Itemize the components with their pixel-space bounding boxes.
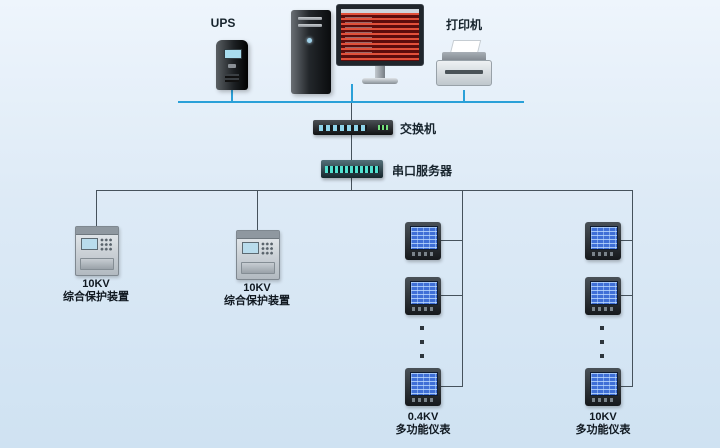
- monitor-frame: [336, 4, 424, 66]
- computer-tower-icon: [291, 10, 331, 94]
- meter-lcd: [590, 226, 618, 250]
- protection1-voltage: 10KV: [82, 278, 110, 290]
- serial-server-icon: [321, 160, 383, 178]
- scada-screen: [341, 9, 419, 61]
- continuation-dot: [420, 340, 424, 344]
- printer-output-slot: [445, 70, 483, 74]
- protection-device-terminal: [241, 262, 275, 274]
- meter-lcd: [410, 226, 438, 250]
- meter-lcd: [590, 281, 618, 305]
- switch-icon: [313, 120, 393, 135]
- power-led: [307, 38, 312, 43]
- protection-device1-icon: [75, 226, 119, 276]
- protection2-voltage: 10KV: [243, 282, 271, 294]
- continuation-dot: [600, 354, 604, 358]
- ups-display: [224, 49, 242, 59]
- meter-column1-riser-line: [462, 191, 463, 387]
- protection-device-screen: [81, 238, 98, 250]
- meter-column2-label: 10KV 多功能仪表: [553, 411, 653, 437]
- ups-drop-line: [231, 88, 233, 101]
- ups-power-button: [228, 64, 236, 68]
- protection-device-top: [76, 227, 118, 235]
- continuation-dot: [420, 354, 424, 358]
- protection-device-terminal: [80, 258, 114, 270]
- protection-device-keypad: [261, 242, 274, 256]
- multifunction-meter-icon: [405, 277, 441, 315]
- continuation-dot: [600, 326, 604, 330]
- continuation-dot: [420, 326, 424, 330]
- protection-device2-icon: [236, 230, 280, 280]
- multifunction-meter-icon: [585, 222, 621, 260]
- switch-to-serial-line: [351, 135, 352, 160]
- bus-to-switch-line: [351, 103, 352, 120]
- printer-drop-line: [463, 90, 465, 101]
- protection1-drop-line: [96, 191, 97, 226]
- meter2a-stub-line: [621, 240, 632, 241]
- ups-icon: [216, 40, 248, 90]
- monitor-base: [362, 78, 398, 84]
- meter-lcd: [410, 372, 438, 396]
- monitor-neck: [375, 66, 385, 78]
- meter-column1-label: 0.4KV 多功能仪表: [373, 411, 473, 437]
- meter2c-stub-line: [621, 386, 632, 387]
- meter-column1-voltage: 0.4KV: [407, 411, 439, 423]
- monitor-icon: [336, 4, 424, 84]
- protection1-name: 综合保护装置: [63, 291, 129, 303]
- protection2-label: 10KV 综合保护装置: [207, 282, 307, 308]
- meter-column1-name: 多功能仪表: [395, 424, 451, 436]
- multifunction-meter-icon: [405, 222, 441, 260]
- meter-buttons: [412, 252, 434, 256]
- multifunction-meter-icon: [585, 368, 621, 406]
- printer-icon: [436, 40, 492, 90]
- meter-buttons: [412, 307, 434, 311]
- meter-lcd: [590, 372, 618, 396]
- protection2-name: 综合保护装置: [224, 295, 290, 307]
- ups-vent: [225, 74, 239, 82]
- printer-body: [436, 60, 492, 86]
- meter-column2-riser-line: [632, 191, 633, 387]
- meter-buttons: [592, 398, 614, 402]
- printer-label: 打印机: [445, 18, 482, 32]
- meter-buttons: [592, 307, 614, 311]
- multifunction-meter-icon: [405, 368, 441, 406]
- ups-label: UPS: [210, 16, 236, 30]
- meter1c-stub-line: [441, 386, 462, 387]
- ethernet-bus-line: [178, 101, 524, 103]
- protection-device-screen: [242, 242, 259, 254]
- meter1b-stub-line: [441, 295, 462, 296]
- continuation-dot: [600, 340, 604, 344]
- meter-lcd: [410, 281, 438, 305]
- serial-server-label: 串口服务器: [392, 164, 453, 178]
- switch-label: 交换机: [400, 122, 437, 136]
- drive-bay: [298, 17, 322, 20]
- switch-leds: [378, 125, 388, 130]
- protection1-label: 10KV 综合保护装置: [46, 278, 146, 304]
- switch-ports: [319, 125, 367, 131]
- meter-column2-voltage: 10KV: [589, 411, 617, 423]
- protection2-drop-line: [257, 191, 258, 230]
- meter-buttons: [412, 398, 434, 402]
- protection-device-top: [237, 231, 279, 239]
- serial-server-ports: [325, 166, 379, 173]
- drive-bay: [298, 24, 322, 27]
- meter-column2-name: 多功能仪表: [575, 424, 631, 436]
- computer-drop-line: [351, 84, 353, 101]
- multifunction-meter-icon: [585, 277, 621, 315]
- protection-device-keypad: [100, 238, 113, 252]
- meter2b-stub-line: [621, 295, 632, 296]
- meter-buttons: [592, 252, 614, 256]
- field-bus-line: [96, 190, 633, 191]
- printer-top: [442, 52, 486, 62]
- meter1a-stub-line: [441, 240, 462, 241]
- serial-to-fieldbus-line: [351, 178, 352, 191]
